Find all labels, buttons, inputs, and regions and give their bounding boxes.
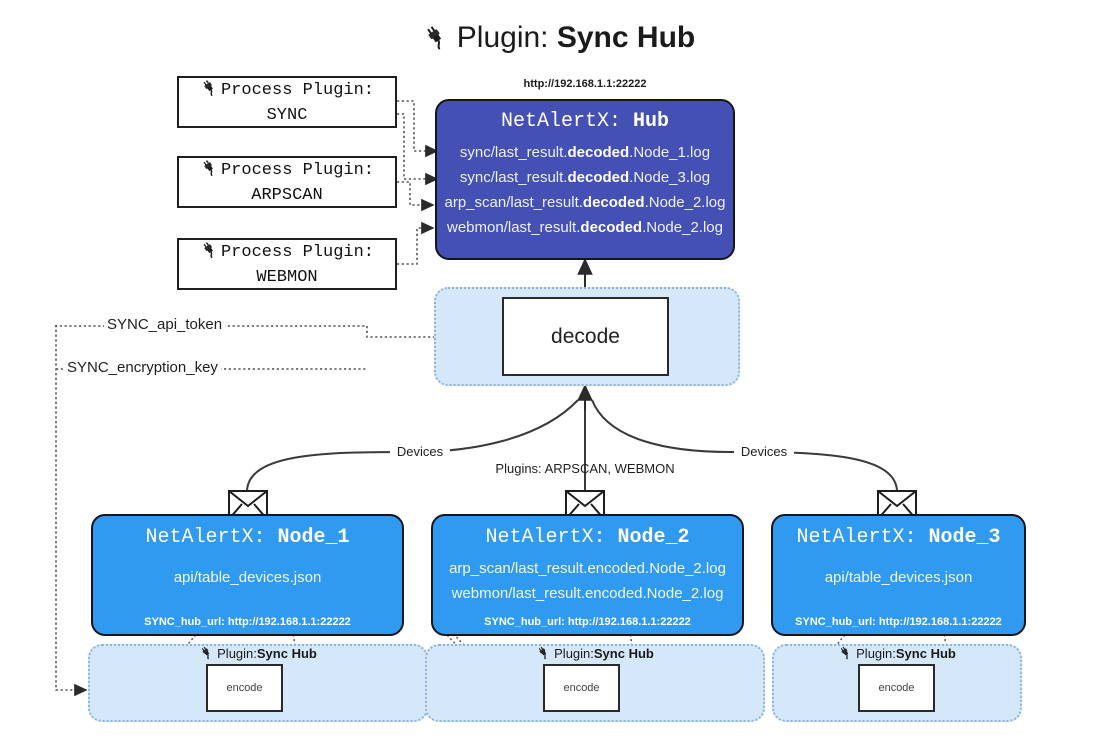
decode-box[interactable]: decode — [502, 297, 669, 376]
process-plugin-arpscan-line1: Process Plugin: — [220, 161, 375, 180]
node-2[interactable]: NetAlertX: Node_2 arp_scan/last_result.e… — [431, 514, 744, 636]
hub-log-1-pre: sync/last_result. — [459, 144, 568, 161]
node-1-line: api/table_devices.json — [173, 569, 322, 586]
node-2-line: arp_scan/last_result.encoded.Node_2.log — [449, 560, 726, 577]
hub-log-line: webmon/last_result.decoded.Node_2.log — [437, 215, 733, 240]
hub-log-line: sync/last_result.decoded.Node_1.log — [437, 140, 733, 165]
node-2-title-prefix: NetAlertX: — [485, 526, 618, 549]
process-plugin-sync-line1: Process Plugin: — [220, 81, 375, 100]
plug-icon — [200, 78, 219, 105]
encode-box-3[interactable]: encode — [858, 664, 935, 712]
encode-box-1[interactable]: encode — [206, 664, 283, 712]
sync-encryption-key-label: SYNC_encryption_key — [64, 359, 221, 376]
process-plugin-arpscan-line2: ARPSCAN — [251, 185, 323, 205]
hub-log-line: arp_scan/last_result.decoded.Node_2.log — [437, 190, 733, 215]
node-3-hub-url: SYNC_hub_url: http://192.168.1.1:22222 — [795, 616, 1002, 628]
process-plugin-webmon[interactable]: Process Plugin: WEBMON — [177, 238, 397, 290]
hub-title: NetAlertX: Hub — [437, 110, 733, 133]
hub-log-4-post: .Node_2.log — [642, 219, 723, 236]
page-title-prefix: Plugin: — [456, 21, 557, 54]
process-plugin-webmon-line2: WEBMON — [256, 267, 318, 287]
encode-1-label: encode — [226, 682, 263, 694]
encoder-2-caption-name: Sync Hub — [593, 646, 654, 661]
plug-icon — [200, 158, 219, 185]
node-2-hub-url: SYNC_hub_url: http://192.168.1.1:22222 — [484, 616, 691, 628]
edge-label-plugins-center: Plugins: ARPSCAN, WEBMON — [495, 461, 675, 476]
plug-icon — [536, 645, 551, 663]
hub-log-1-mid: decoded — [567, 144, 630, 161]
process-plugin-webmon-line1: Process Plugin: — [220, 243, 375, 262]
wire-params-to-encoders — [55, 325, 88, 697]
encode-3-label: encode — [878, 682, 915, 694]
node-3-title-prefix: NetAlertX: — [796, 526, 929, 549]
hub-log-3-post: .Node_2.log — [644, 194, 726, 211]
edge-label-devices-right: Devices — [734, 444, 794, 460]
hub-url-label: http://192.168.1.1:22222 — [523, 78, 647, 90]
hub-log-3-pre: arp_scan/last_result. — [444, 194, 583, 211]
encoder-1-caption-name: Sync Hub — [256, 646, 317, 661]
wire-sync-to-log1 — [397, 100, 439, 158]
wire-sync-to-log2 — [397, 113, 439, 186]
plug-icon — [838, 645, 853, 663]
node-3-title-name: Node_3 — [928, 526, 1001, 549]
hub-log-4-pre: webmon/last_result. — [447, 219, 581, 236]
node-3-line: api/table_devices.json — [824, 569, 973, 586]
hub-log-3-mid: decoded — [582, 194, 645, 211]
hub-log-2-post: .Node_3.log — [629, 169, 711, 186]
wire-webmon-to-log4 — [397, 221, 435, 265]
process-plugin-sync-line2: SYNC — [266, 105, 308, 125]
hub-log-4-mid: decoded — [580, 219, 643, 236]
node-2-line: webmon/last_result.encoded.Node_2.log — [451, 585, 724, 602]
encoder-2-caption: Plugin: Sync Hub — [425, 645, 765, 662]
node-2-title-name: Node_2 — [617, 526, 690, 549]
encoder-1-caption-prefix: Plugin: — [217, 646, 257, 661]
encoder-1-caption: Plugin: Sync Hub — [88, 645, 428, 662]
hub-title-name: Hub — [633, 110, 670, 133]
encoder-3-caption-name: Sync Hub — [895, 646, 956, 661]
hub-log-2-pre: sync/last_result. — [459, 169, 568, 186]
encode-2-label: encode — [563, 682, 600, 694]
hub-node[interactable]: NetAlertX: Hub sync/last_result.decoded.… — [435, 99, 735, 260]
encode-box-2[interactable]: encode — [543, 664, 620, 712]
process-plugin-sync[interactable]: Process Plugin: SYNC — [177, 76, 397, 128]
sync-api-token-label: SYNC_api_token — [104, 316, 226, 333]
wire-arpscan-to-log3 — [397, 181, 435, 212]
node-1-title: NetAlertX: Node_1 — [93, 526, 402, 549]
hub-title-prefix: NetAlertX: — [500, 110, 633, 133]
process-plugin-arpscan[interactable]: Process Plugin: ARPSCAN — [177, 156, 397, 208]
plug-icon — [422, 20, 450, 64]
plug-icon — [199, 645, 214, 663]
hub-log-line: sync/last_result.decoded.Node_3.log — [437, 165, 733, 190]
node-3-title: NetAlertX: Node_3 — [773, 526, 1024, 549]
node-1-title-prefix: NetAlertX: — [145, 526, 278, 549]
encoder-3-caption-prefix: Plugin: — [856, 646, 896, 661]
page-title: Plugin: Sync Hub — [0, 16, 1117, 64]
node-2-title: NetAlertX: Node_2 — [433, 526, 742, 549]
page-title-name: Sync Hub — [556, 21, 696, 54]
node-1-title-name: Node_1 — [277, 526, 350, 549]
encoder-2-caption-prefix: Plugin: — [554, 646, 594, 661]
decode-label: decode — [551, 324, 620, 348]
node-1[interactable]: NetAlertX: Node_1 api/table_devices.json… — [91, 514, 404, 636]
hub-log-2-mid: decoded — [567, 169, 630, 186]
node-1-hub-url: SYNC_hub_url: http://192.168.1.1:22222 — [144, 616, 351, 628]
hub-log-1-post: .Node_1.log — [629, 144, 711, 161]
node-3[interactable]: NetAlertX: Node_3 api/table_devices.json… — [771, 514, 1026, 636]
edge-label-devices-left: Devices — [390, 444, 450, 460]
plug-icon — [200, 240, 219, 267]
encoder-3-caption: Plugin: Sync Hub — [772, 645, 1022, 662]
